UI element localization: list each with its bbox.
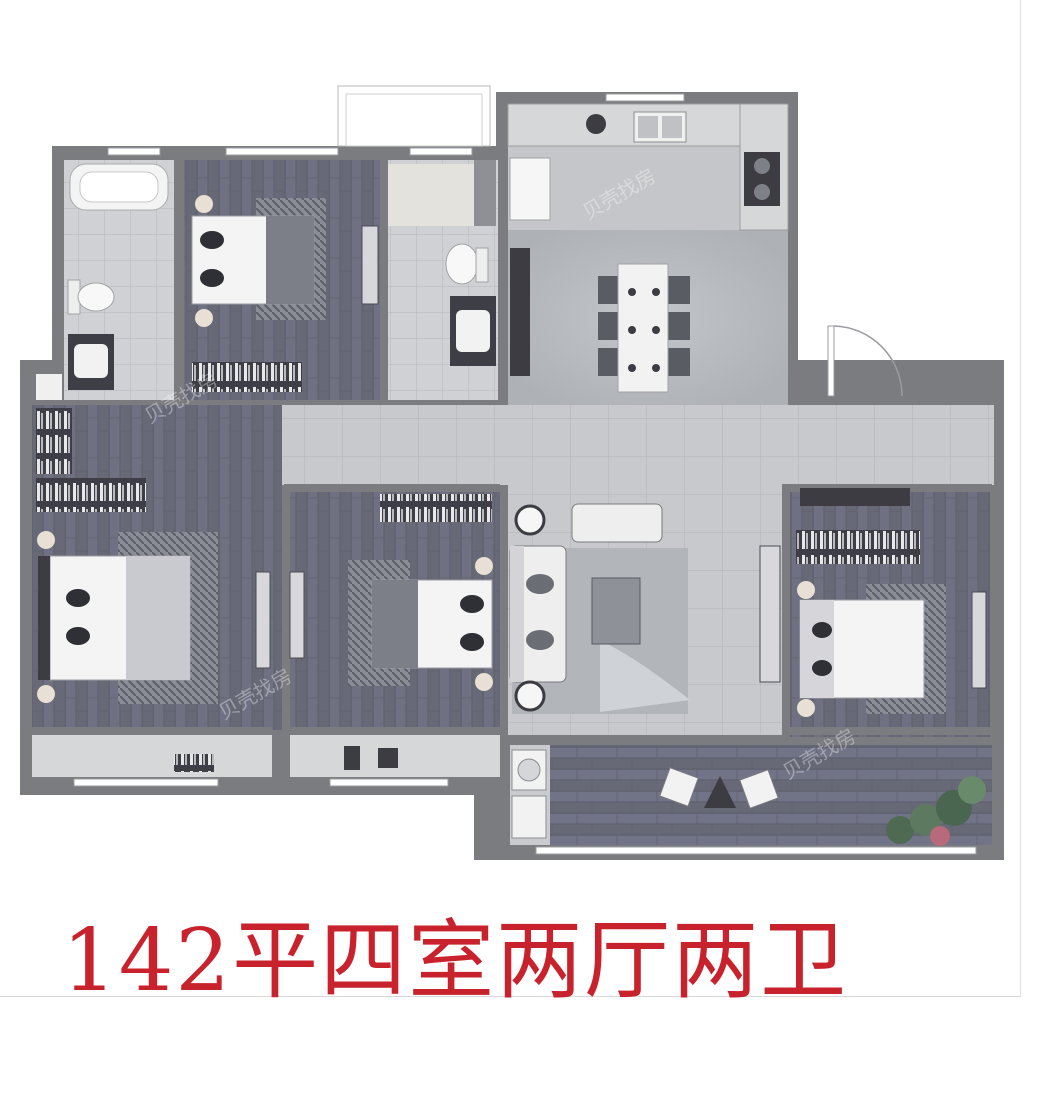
dining-sideboard (510, 248, 530, 376)
sink-icon (68, 334, 114, 390)
wardrobe (380, 494, 492, 522)
wardrobe (36, 478, 146, 512)
tv-cabinet (759, 545, 781, 683)
side-table (378, 748, 398, 768)
outdoor-seating (659, 767, 779, 809)
wardrobe (192, 362, 302, 392)
sink-icon (450, 296, 496, 366)
tv-cabinet (289, 571, 305, 659)
wardrobe (36, 408, 72, 474)
washing-machine (511, 749, 547, 791)
toilet-icon (67, 279, 115, 315)
laundry-cabinet (36, 374, 62, 400)
tv-cabinet (361, 225, 379, 305)
stove-icon (744, 152, 780, 206)
wardrobe (796, 530, 920, 564)
desk (800, 488, 910, 506)
bed-icon (348, 557, 493, 691)
toilet-icon (445, 243, 489, 285)
side-table (514, 680, 546, 712)
bed-icon (797, 581, 946, 717)
sink-icon (633, 111, 687, 143)
windows (73, 85, 977, 855)
bed-icon (191, 195, 326, 327)
tv-cabinet (255, 571, 271, 669)
bed-icon (37, 531, 218, 704)
tv-cabinet (971, 591, 987, 689)
side-table (514, 504, 546, 536)
plant-icon (586, 114, 606, 134)
coffee-table (591, 577, 641, 645)
frame-line (0, 996, 1020, 997)
entry-door (827, 325, 903, 397)
dining-table-icon (598, 263, 690, 393)
shower-glass (474, 160, 496, 226)
bathtub-icon (69, 163, 169, 211)
sofa-icon (509, 503, 663, 683)
sink-icon (511, 795, 547, 839)
plant-icon (886, 776, 986, 846)
chair (344, 746, 360, 770)
floor-plan-caption: 142平四室两厅两卫 (62, 911, 849, 1011)
shelf (174, 754, 214, 772)
frame-line (1020, 0, 1021, 997)
